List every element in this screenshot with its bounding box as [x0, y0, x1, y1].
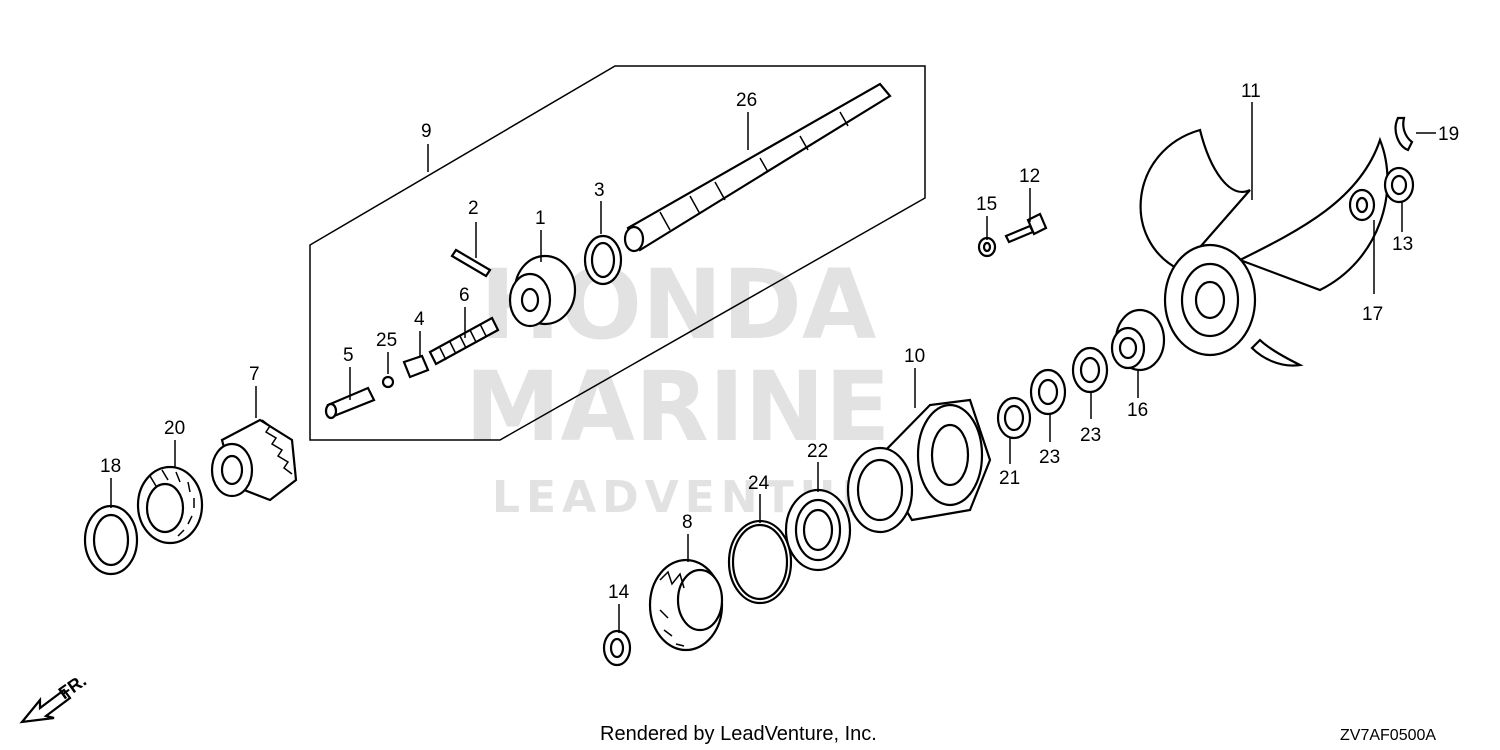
callout-20[interactable]: 20: [164, 418, 185, 439]
front-direction-arrow: FR.: [19, 670, 90, 724]
callout-1[interactable]: 1: [535, 208, 546, 229]
bearing-race: [83, 504, 139, 576]
shift-pin: [450, 248, 492, 278]
thrust-washer: [602, 629, 632, 667]
footer-credit: Rendered by LeadVenture, Inc.: [600, 723, 877, 745]
bevel-gear: [648, 558, 724, 652]
oil-seal-2: [1071, 346, 1109, 394]
castle-nut: [1383, 166, 1415, 204]
propeller-shaft: [623, 82, 892, 253]
callout-17[interactable]: 17: [1362, 304, 1383, 325]
callout-3[interactable]: 3: [594, 180, 605, 201]
watermark: HONDA MARINE LEADVENTURE: [465, 249, 911, 523]
steel-ball: [381, 375, 395, 389]
callout-4[interactable]: 4: [414, 309, 425, 330]
thrust-ring: [583, 234, 623, 286]
propeller-thrust-washer: [1110, 308, 1166, 372]
callout-12[interactable]: 12: [1019, 166, 1040, 187]
oil-seal-1: [1029, 368, 1067, 416]
shift-rod-pin: [324, 386, 376, 420]
callout-22[interactable]: 22: [807, 441, 828, 462]
flange-bolt: [1004, 212, 1048, 244]
callout-14[interactable]: 14: [608, 582, 630, 603]
callout-11[interactable]: 11: [1241, 81, 1261, 102]
o-ring: [727, 519, 793, 605]
callout-23-first[interactable]: 23: [1039, 447, 1060, 468]
callout-18[interactable]: 18: [100, 456, 121, 477]
diagram-code: ZV7AF0500A: [1340, 727, 1436, 744]
callout-numbers: 1 2 3 4 5 6 7 8 9 10 11 12 13 14 15 16 1…: [100, 81, 1459, 603]
callout-8[interactable]: 8: [682, 512, 693, 533]
callout-26[interactable]: 26: [736, 90, 757, 111]
callout-16[interactable]: 16: [1127, 400, 1148, 421]
taper-roller-bearing: [136, 465, 204, 545]
watermark-line2: MARINE: [465, 351, 890, 463]
arrow-icon: [19, 688, 72, 724]
propeller: [1139, 128, 1389, 367]
callout-24[interactable]: 24: [748, 473, 770, 494]
callout-19[interactable]: 19: [1438, 124, 1459, 145]
callout-13[interactable]: 13: [1392, 234, 1413, 255]
small-washer: [977, 236, 997, 258]
callout-5[interactable]: 5: [343, 345, 354, 366]
group-box-frame: [309, 65, 926, 441]
leader-lines: [110, 102, 1436, 633]
spring: [428, 316, 500, 366]
cotter-pin: [1394, 116, 1414, 152]
ball-bearing: [784, 488, 852, 572]
pinion-gear: [210, 418, 298, 502]
callout-9[interactable]: 9: [421, 121, 432, 142]
callout-2[interactable]: 2: [468, 198, 479, 219]
callout-21[interactable]: 21: [999, 468, 1020, 489]
bearing-holder: [846, 398, 992, 534]
washer: [1348, 188, 1376, 222]
callout-15[interactable]: 15: [976, 194, 997, 215]
part-4: [402, 354, 430, 379]
shift-slider: [508, 254, 577, 328]
callout-7[interactable]: 7: [249, 364, 260, 385]
callout-6[interactable]: 6: [459, 285, 470, 306]
callout-10[interactable]: 10: [904, 346, 925, 367]
needle-bearing: [996, 396, 1032, 440]
callout-25[interactable]: 25: [376, 330, 397, 351]
callout-23-second[interactable]: 23: [1080, 425, 1101, 446]
